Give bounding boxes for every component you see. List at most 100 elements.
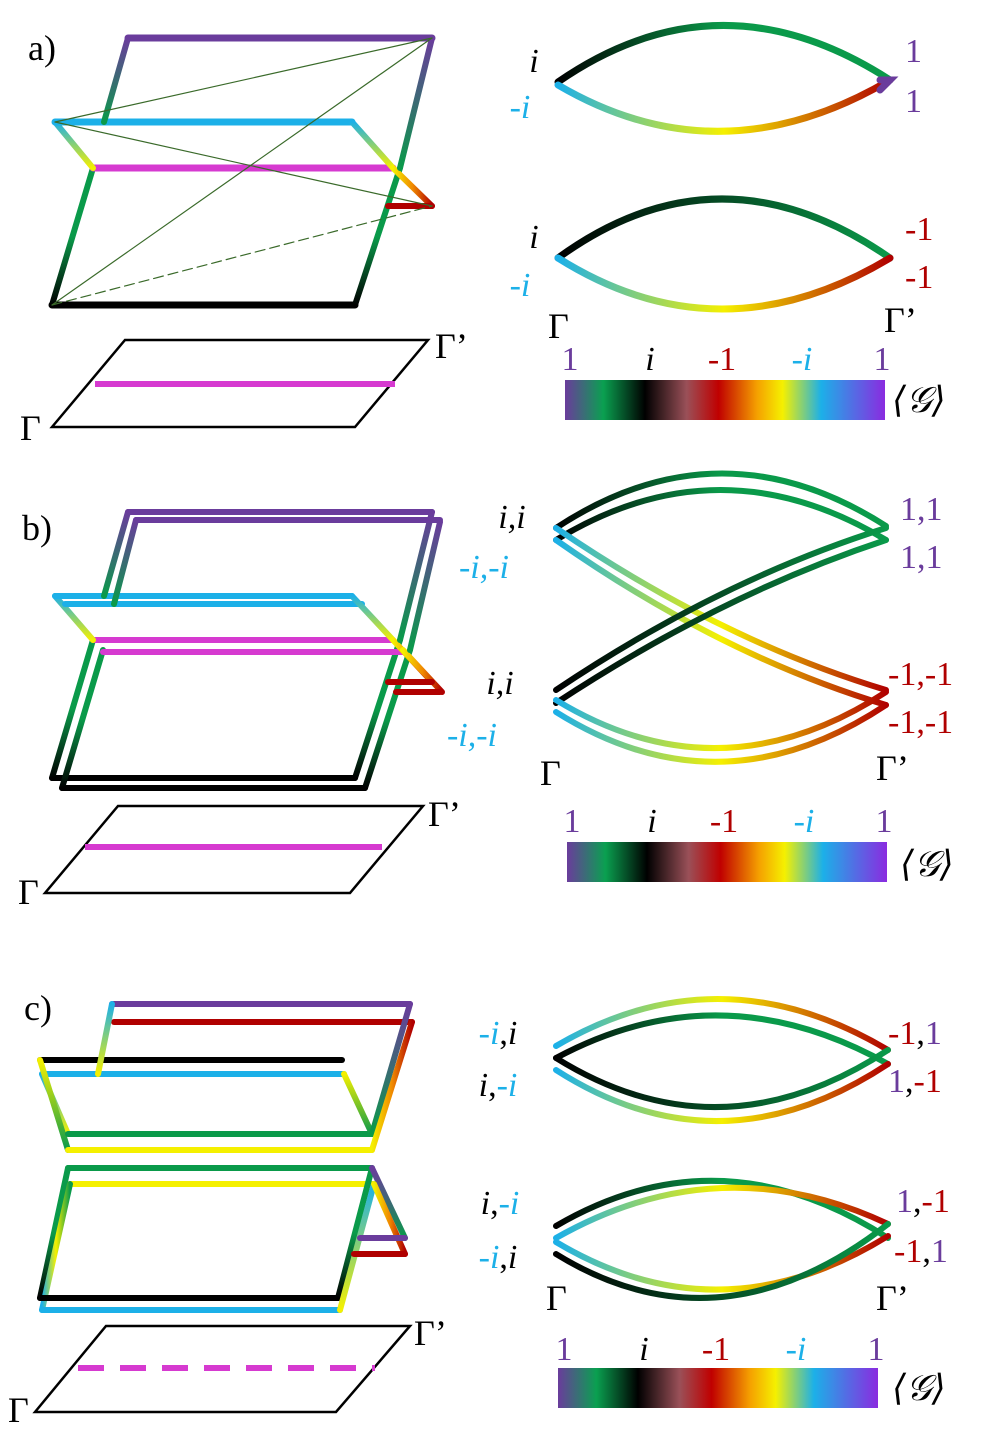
band-gamma-prime-label: Γ’ — [876, 1278, 909, 1318]
brillouin-zone-b: Γ Γ’ — [18, 794, 461, 912]
gamma-prime-label: Γ’ — [414, 1313, 447, 1353]
panel-label-c: c) — [24, 988, 52, 1028]
symmetry-eigenvalue-part: i — [508, 1015, 517, 1052]
band-gamma-prime-label: Γ’ — [876, 748, 909, 788]
band-gamma-prime-label: Γ’ — [884, 300, 917, 340]
symmetry-eigenvalue-part: -i,-i — [447, 717, 497, 754]
symmetry-eigenvalue-part: , — [499, 1239, 508, 1276]
eigenvalue-label-gamma: -i,-i — [447, 717, 497, 754]
eigenvalue-label-gamma-prime: 1,1 — [900, 491, 943, 528]
symmetry-eigenvalue-part: -i — [499, 1185, 520, 1222]
eigenvalue-label-gamma-prime: -1 — [905, 211, 933, 248]
band-curves-a — [554, 22, 899, 313]
symmetry-eigenvalue-part: i,i — [486, 665, 513, 702]
band-gamma-label: Γ — [546, 1278, 567, 1318]
eigenvalue-label-gamma-prime: 1 — [905, 83, 922, 120]
colorbar-tick-label: -i — [794, 803, 815, 840]
colorbar-tick-label: i — [647, 803, 656, 840]
symmetry-eigenvalue-part: , — [499, 1015, 508, 1052]
panel-label-b: b) — [22, 508, 52, 548]
symmetry-eigenvalue-part: -1,-1 — [888, 704, 953, 741]
symmetry-eigenvalue-part: -i — [510, 267, 531, 304]
symmetry-eigenvalue-part: i — [508, 1239, 517, 1276]
eigenvalue-label-gamma: i — [529, 219, 538, 256]
eigenvalue-label-gamma: i,i — [486, 665, 513, 702]
eigenvalue-label-gamma-prime: -1,-1 — [888, 704, 953, 741]
band-curves-c — [553, 996, 891, 1301]
eigenvalue-label-gamma: i,-i — [481, 1185, 520, 1222]
symmetry-eigenvalue-part: 1,1 — [900, 491, 943, 528]
colorbar-tick-label: 1 — [556, 1331, 573, 1368]
symmetry-eigenvalue-part: 1 — [931, 1233, 948, 1270]
symmetry-eigenvalue-part: -i — [510, 89, 531, 126]
eigenvalue-label-gamma-prime: -1 — [905, 259, 933, 296]
eigenvalue-label-gamma: -i,i — [479, 1015, 518, 1052]
eigenvalue-label-gamma-prime: -1,1 — [888, 1015, 942, 1052]
symmetry-eigenvalue-part: , — [905, 1063, 914, 1100]
gamma-label: Γ — [18, 872, 39, 912]
symmetry-eigenvalue-part: -i,-i — [459, 549, 509, 586]
colorbar — [565, 380, 885, 420]
colorbar-tick-label: 1 — [874, 341, 891, 378]
eigenvalue-label-gamma-prime: -1,1 — [894, 1233, 948, 1270]
panel-b: b) Γ — [18, 470, 889, 912]
eigenvalue-label-gamma: -i,-i — [459, 549, 509, 586]
colorbar-tick-label: -1 — [702, 1331, 730, 1368]
colorbar — [567, 842, 887, 882]
symmetry-eigenvalue-part: i — [529, 219, 538, 256]
band-gamma-label: Γ — [540, 753, 561, 793]
band-surface-c — [37, 1001, 415, 1313]
eigenvalue-label-gamma-prime: 1,-1 — [896, 1183, 950, 1220]
eigenvalue-label-gamma: -i,i — [479, 1239, 518, 1276]
symmetry-eigenvalue-part: -1 — [905, 211, 933, 248]
brillouin-zone-a: Γ Γ’ — [20, 326, 468, 448]
colorbar-tick-label: 1 — [868, 1331, 885, 1368]
gamma-prime-label: Γ’ — [428, 794, 461, 834]
symmetry-eigenvalue-part: i — [529, 43, 538, 80]
colorbar-tick-label: -1 — [708, 341, 736, 378]
colorbar-tick-label: -i — [792, 341, 813, 378]
eigenvalue-label-gamma-prime: 1,1 — [900, 539, 943, 576]
panel-a: a) Γ Γ’ — [20, 22, 899, 448]
symmetry-eigenvalue-part: -i — [497, 1067, 518, 1104]
colorbar-tick-label: i — [639, 1331, 648, 1368]
band-surface-a — [48, 34, 436, 309]
symmetry-eigenvalue-part: 1 — [888, 1063, 905, 1100]
eigenvalue-label-gamma-prime: -1,-1 — [888, 656, 953, 693]
colorbar-label: ⟨𝒢⟩ — [892, 380, 946, 420]
gamma-prime-label: Γ’ — [435, 326, 468, 366]
panel-label-a: a) — [28, 28, 56, 68]
symmetry-eigenvalue-part: , — [916, 1015, 925, 1052]
symmetry-eigenvalue-part: -i — [479, 1239, 500, 1276]
symmetry-eigenvalue-part: -1 — [894, 1233, 922, 1270]
symmetry-eigenvalue-part: , — [490, 1185, 499, 1222]
colorbar-tick-label: -i — [786, 1331, 807, 1368]
eigenvalue-label-gamma: -i — [510, 89, 531, 126]
band-surface-b — [49, 509, 445, 791]
colorbar-tick-label: -1 — [710, 803, 738, 840]
symmetry-eigenvalue-part: , — [488, 1067, 497, 1104]
eigenvalue-label-gamma-prime: 1 — [905, 33, 922, 70]
symmetry-eigenvalue-part: 1,1 — [900, 539, 943, 576]
symmetry-eigenvalue-part: 1 — [925, 1015, 942, 1052]
symmetry-eigenvalue-part: i — [481, 1185, 490, 1222]
eigenvalue-label-gamma: i,i — [498, 499, 525, 536]
symmetry-eigenvalue-part: 1 — [905, 33, 922, 70]
gamma-label: Γ — [20, 408, 41, 448]
symmetry-eigenvalue-part: -i — [479, 1015, 500, 1052]
colorbar-tick-label: 1 — [562, 341, 579, 378]
symmetry-eigenvalue-part: -1,-1 — [888, 656, 953, 693]
band-gamma-label: Γ — [548, 306, 569, 346]
symmetry-eigenvalue-part: 1 — [905, 83, 922, 120]
colorbar-label: ⟨𝒢⟩ — [900, 844, 954, 884]
symmetry-eigenvalue-part: -1 — [905, 259, 933, 296]
symmetry-eigenvalue-part: 1 — [896, 1183, 913, 1220]
eigenvalue-label-gamma-prime: 1,-1 — [888, 1063, 942, 1100]
symmetry-eigenvalue-part: , — [922, 1233, 931, 1270]
symmetry-eigenvalue-part: , — [913, 1183, 922, 1220]
panel-c: c) — [8, 988, 891, 1430]
gamma-label: Γ — [8, 1390, 29, 1430]
symmetry-eigenvalue-part: i — [479, 1067, 488, 1104]
symmetry-eigenvalue-part: -1 — [914, 1063, 942, 1100]
